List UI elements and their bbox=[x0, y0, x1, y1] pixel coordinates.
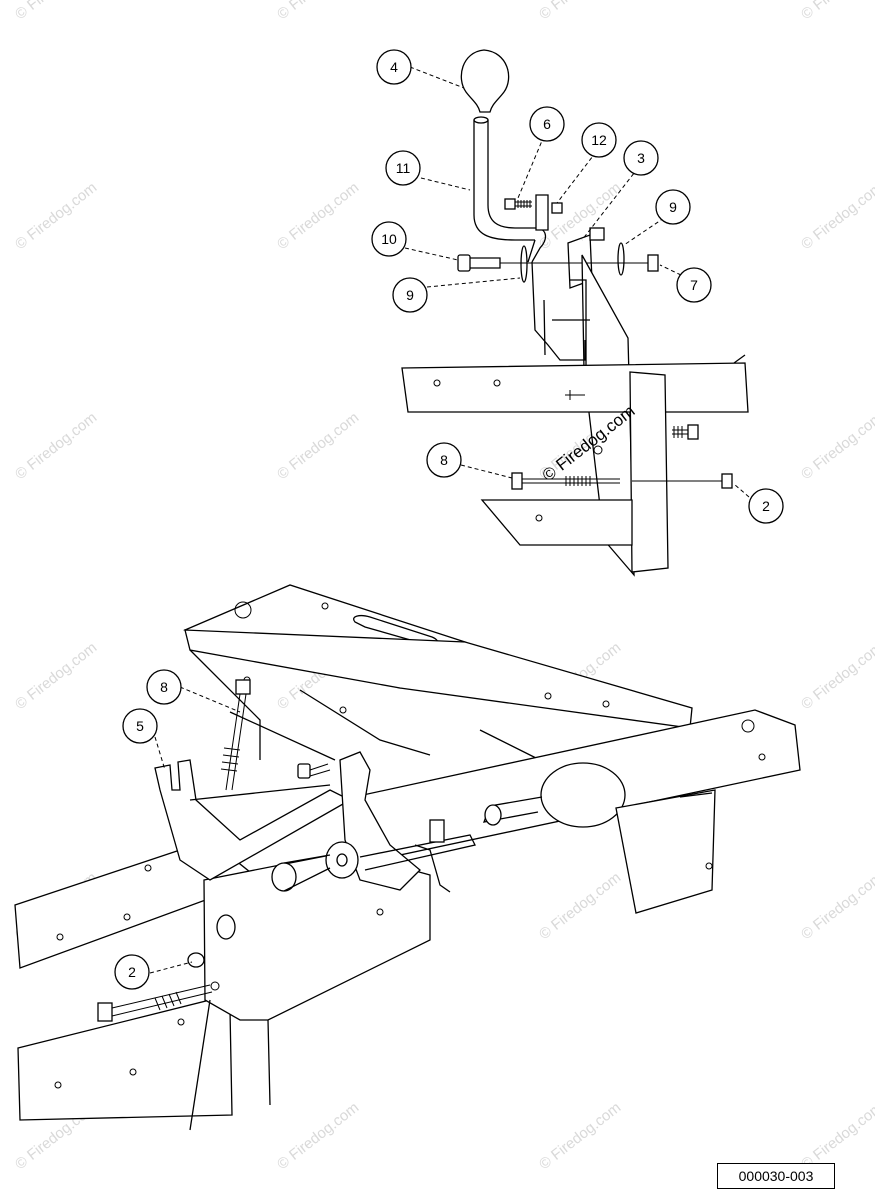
watermark-18: © Firedog.com bbox=[536, 869, 624, 943]
svg-text:9: 9 bbox=[406, 287, 414, 303]
nut-2-lower bbox=[187, 952, 205, 968]
watermark-layer: © Firedog.com © Firedog.com © Firedog.com ©… bbox=[12, 0, 875, 1173]
nut-7 bbox=[647, 254, 659, 272]
callout-6: 6 bbox=[529, 106, 565, 142]
watermark-9: © Firedog.com bbox=[274, 409, 362, 483]
callout-8-upper: 8 bbox=[426, 442, 462, 478]
lower-shift-knob bbox=[540, 762, 626, 828]
vertical-post bbox=[629, 371, 669, 573]
bolt-6-head bbox=[504, 198, 516, 210]
watermark-3: © Firedog.com bbox=[798, 0, 875, 23]
watermark-15: © Firedog.com bbox=[798, 639, 875, 713]
watermark-7: © Firedog.com bbox=[798, 179, 875, 253]
callout-11: 11 bbox=[385, 150, 421, 186]
watermark-8: © Firedog.com bbox=[12, 409, 100, 483]
callout-2-upper: 2 bbox=[748, 488, 784, 524]
watermark-2: © Firedog.com bbox=[536, 0, 624, 23]
washer-9-right bbox=[617, 242, 625, 276]
lower-assembly bbox=[14, 584, 801, 1131]
callout-9-right: 9 bbox=[655, 189, 691, 225]
callout-8-lower: 8 bbox=[146, 669, 182, 705]
watermark-1: © Firedog.com bbox=[274, 0, 362, 23]
svg-text:6: 6 bbox=[543, 116, 551, 132]
svg-text:3: 3 bbox=[637, 150, 645, 166]
watermark-12: © Firedog.com bbox=[12, 639, 100, 713]
lower-left-rail bbox=[17, 999, 233, 1121]
svg-text:12: 12 bbox=[591, 132, 607, 148]
callout-10: 10 bbox=[371, 221, 407, 257]
callout-9-left: 9 bbox=[392, 277, 428, 313]
bolt-8-lower-head bbox=[235, 679, 251, 695]
callout-7: 7 bbox=[676, 267, 712, 303]
mounting-plate bbox=[581, 254, 635, 577]
right-leg bbox=[615, 789, 716, 914]
bolt-8-head bbox=[511, 472, 523, 490]
frame-beam-upper bbox=[401, 362, 749, 413]
callout-4: 4 bbox=[376, 49, 412, 85]
watermark-11: © Firedog.com bbox=[798, 409, 875, 483]
shift-knob bbox=[460, 49, 510, 113]
bracket-12 bbox=[535, 194, 549, 231]
lower-bolt-head bbox=[97, 1002, 113, 1022]
svg-text:8: 8 bbox=[160, 679, 168, 695]
upper-assembly bbox=[401, 49, 750, 577]
svg-text:10: 10 bbox=[381, 231, 397, 247]
shift-lever bbox=[473, 120, 535, 241]
svg-text:5: 5 bbox=[136, 718, 144, 734]
shifter-bracket-5 bbox=[154, 759, 352, 881]
drawing-number: 000030-003 bbox=[717, 1163, 835, 1189]
callout-3: 3 bbox=[623, 140, 659, 176]
watermark-21: © Firedog.com bbox=[274, 1099, 362, 1173]
callout-2-lower: 2 bbox=[114, 954, 150, 990]
pin-10 bbox=[457, 254, 471, 272]
lever-end bbox=[473, 116, 489, 124]
svg-text:8: 8 bbox=[440, 452, 448, 468]
watermark-5: © Firedog.com bbox=[274, 179, 362, 253]
svg-text:9: 9 bbox=[669, 199, 677, 215]
svg-text:7: 7 bbox=[690, 277, 698, 293]
watermark-0: © Firedog.com bbox=[12, 0, 100, 23]
watermark-4: © Firedog.com bbox=[12, 179, 100, 253]
svg-text:11: 11 bbox=[396, 160, 411, 176]
svg-text:2: 2 bbox=[762, 498, 770, 514]
svg-text:2: 2 bbox=[128, 964, 136, 980]
callout-5: 5 bbox=[122, 708, 158, 744]
watermark-19: © Firedog.com bbox=[798, 869, 875, 943]
frame-beam-lower bbox=[480, 499, 633, 546]
svg-text:4: 4 bbox=[390, 59, 398, 75]
watermark-22: © Firedog.com bbox=[536, 1099, 624, 1173]
callout-12: 12 bbox=[581, 122, 617, 158]
washer-9-left bbox=[520, 245, 528, 283]
callouts: 4 6 12 3 11 9 10 7 9 8 2 8 5 2 bbox=[114, 49, 784, 990]
nut-2 bbox=[721, 473, 733, 489]
